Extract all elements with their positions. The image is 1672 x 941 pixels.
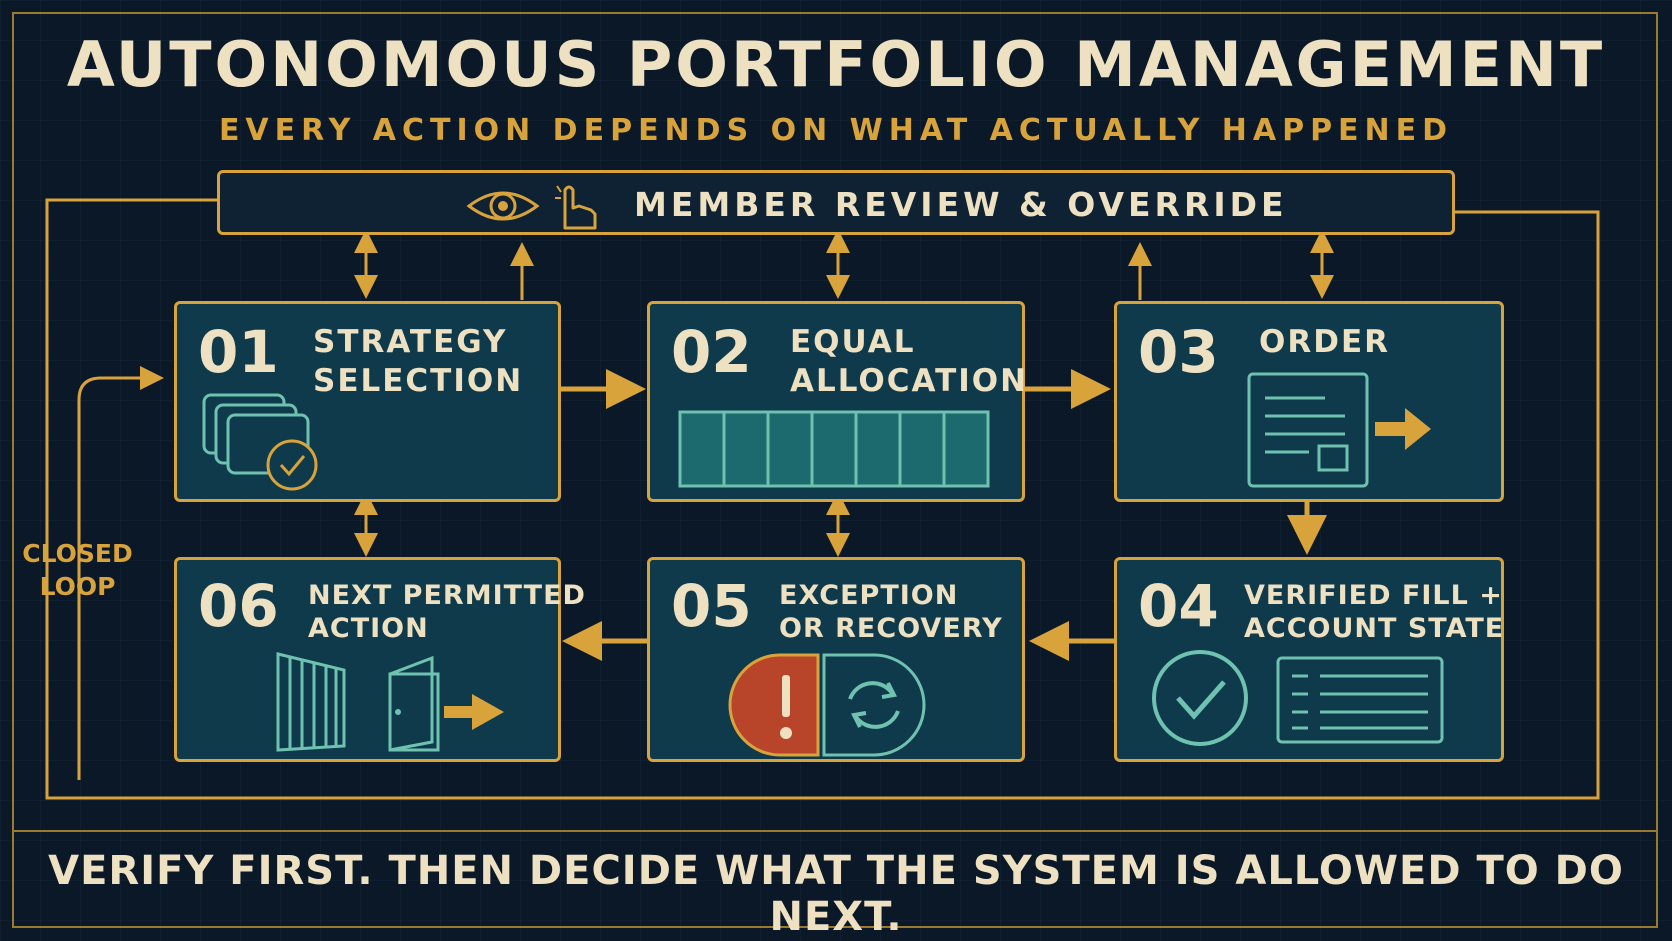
step-01-label-line1: STRATEGY xyxy=(313,324,508,360)
closed-loop-line2: LOOP xyxy=(39,572,116,601)
step-05-label-line2: OR RECOVERY xyxy=(779,613,1003,644)
step-05-number: 05 xyxy=(671,572,752,640)
recovery-icon xyxy=(822,653,926,757)
step-02-label-line1: EQUAL xyxy=(790,324,916,360)
page-subtitle: EVERY ACTION DEPENDS ON WHAT ACTUALLY HA… xyxy=(218,113,1454,148)
step-02-label-line2: ALLOCATION xyxy=(790,363,1029,399)
exit-arrow-icon xyxy=(444,694,504,730)
step-03-label-line1: ORDER xyxy=(1259,324,1391,360)
footer-tagline: VERIFY FIRST. THEN DECIDE WHAT THE SYSTE… xyxy=(48,848,1624,940)
outer-frame xyxy=(12,12,1658,928)
gate-door-exit-icon xyxy=(276,652,504,752)
pointer-hand-icon xyxy=(555,185,597,230)
closed-loop-label: CLOSED LOOP xyxy=(20,537,135,603)
step-04-label-line2: ACCOUNT STATE xyxy=(1244,613,1505,644)
alert-icon xyxy=(728,653,820,757)
step-02-number: 02 xyxy=(671,318,752,386)
step-04-number: 04 xyxy=(1138,572,1219,640)
gate-icon xyxy=(276,652,346,752)
alert-recovery-icon xyxy=(728,653,926,757)
step-01-label-line2: SELECTION xyxy=(313,363,524,399)
review-icons xyxy=(466,185,597,230)
member-review-bar[interactable] xyxy=(217,170,1455,235)
loop-entry-arrow xyxy=(77,366,164,780)
door-icon xyxy=(388,655,440,752)
member-review-label: MEMBER REVIEW & OVERRIDE xyxy=(634,185,1288,224)
step-06-label-line2: ACTION xyxy=(308,613,429,644)
step-06-box[interactable] xyxy=(174,557,561,762)
footer-divider xyxy=(14,830,1656,832)
step-06-number: 06 xyxy=(198,572,279,640)
page-title: AUTONOMOUS PORTFOLIO MANAGEMENT xyxy=(66,28,1606,101)
step-03-number: 03 xyxy=(1138,318,1219,386)
closed-loop-line xyxy=(45,198,1600,800)
closed-loop-line1: CLOSED xyxy=(22,539,133,568)
step-06-label-line1: NEXT PERMITTED xyxy=(308,580,586,611)
check-circle-ledger-icon xyxy=(1152,650,1444,746)
equal-segments-bar-icon xyxy=(678,410,990,488)
step-05-label-line1: EXCEPTION xyxy=(779,580,959,611)
step-01-number: 01 xyxy=(198,318,279,386)
step-04-label-line1: VERIFIED FILL + xyxy=(1244,580,1503,611)
order-document-arrow-icon xyxy=(1247,372,1431,488)
eye-icon xyxy=(466,191,540,221)
stacked-cards-check-icon xyxy=(202,393,318,491)
